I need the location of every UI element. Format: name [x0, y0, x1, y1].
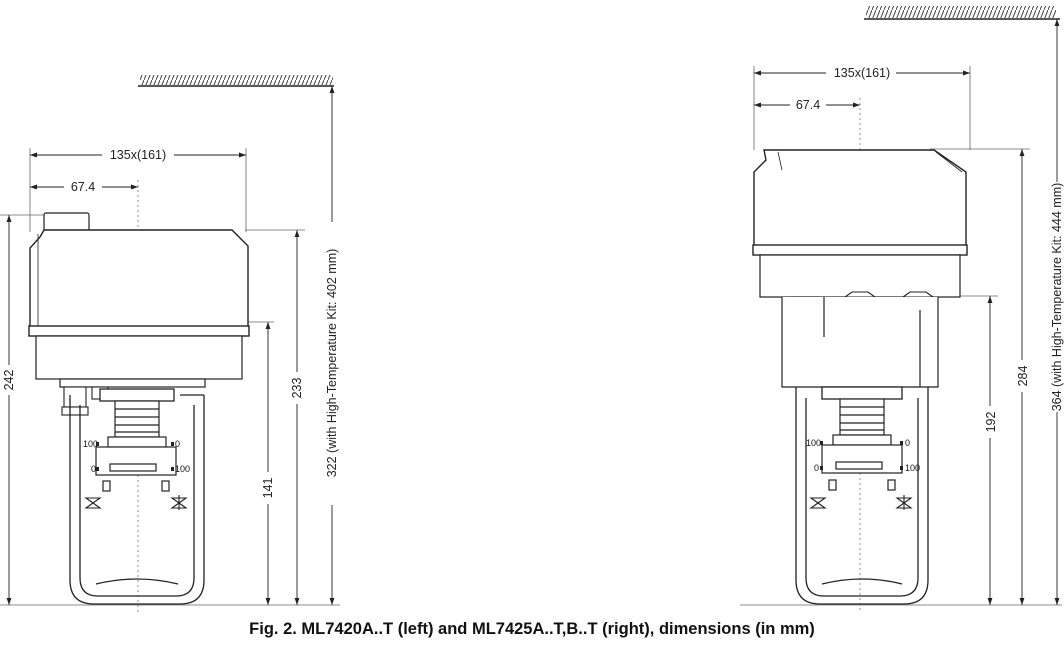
scale-label-left-top: 100: [83, 439, 98, 449]
width-dimensions-right: [754, 70, 970, 108]
width-label-right: 135x(161): [834, 66, 890, 80]
figure-caption: Fig. 2. ML7420A..T (left) and ML7425A..T…: [249, 620, 815, 638]
lower-body-right: [781, 297, 939, 388]
housing-right: [752, 149, 968, 298]
scale-label-right-top-right: 0: [905, 438, 910, 448]
valve-symbol-right: [809, 495, 913, 510]
half-width-label-left: 67.4: [71, 180, 95, 194]
scale-label-left-bottom: 0: [91, 464, 96, 474]
ceiling-hatch-right: [864, 6, 1060, 20]
coupling-spring-right: [821, 398, 903, 491]
height-label-left-yoke: 141: [261, 478, 275, 499]
terminal-cap-left: [43, 212, 90, 233]
scale-label-left-bottom-right: 100: [175, 464, 190, 474]
ceiling-hatch-left: [138, 75, 334, 87]
left-actuator: 100 0 0 100 135x(161) 67.4: [0, 75, 340, 612]
coupling-spring-left: [95, 400, 177, 492]
width-label-left: 135x(161): [110, 148, 166, 162]
right-actuator: 100 0 0 100 135x(161) 67.4: [740, 6, 1064, 612]
yoke-left: [69, 388, 205, 605]
height-label-left-total: 242: [2, 370, 16, 391]
housing-left: [28, 229, 250, 388]
scale-label-right-bottom-right: 100: [905, 463, 920, 473]
ht-kit-label-left: 322 (with High-Temperature Kit: 402 mm): [325, 249, 339, 478]
height-label-right-housing: 284: [1016, 366, 1030, 387]
scale-label-right-bottom: 0: [814, 463, 819, 473]
stroke-scale-right: 100 0 0 100: [806, 438, 920, 473]
width-dimensions-left: [30, 152, 246, 190]
height-label-right-yoke: 192: [984, 412, 998, 433]
stroke-scale-left: 100 0 0 100: [83, 439, 190, 474]
half-width-label-right: 67.4: [796, 98, 820, 112]
height-dimensions-left: [6, 86, 335, 605]
yoke-right: [795, 386, 929, 605]
scale-label-left-top-right: 0: [175, 439, 180, 449]
height-dimensions-right: [987, 19, 1060, 605]
ht-kit-label-right: 364 (with High-Temperature Kit: 444 mm): [1050, 183, 1064, 412]
scale-label-right-top: 100: [806, 438, 821, 448]
height-label-left-housing: 233: [290, 378, 304, 399]
valve-symbol-left: [84, 495, 188, 510]
